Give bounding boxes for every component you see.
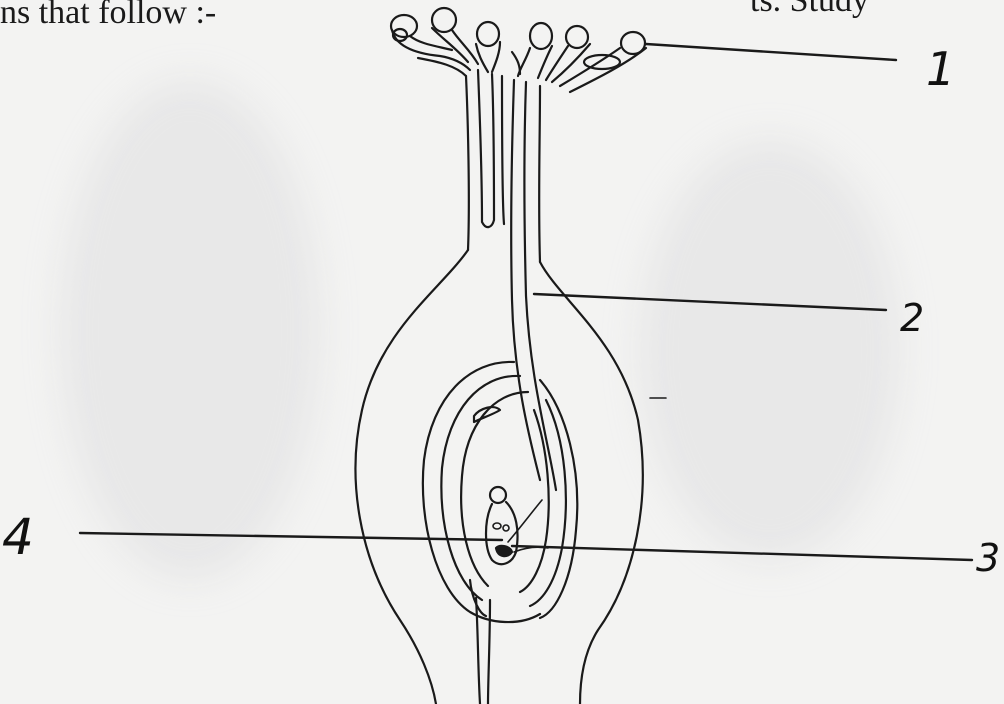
label-1: 1 — [926, 42, 955, 96]
stigma — [391, 8, 646, 92]
leader-line-2 — [534, 294, 886, 310]
ovary-wall — [356, 250, 643, 704]
label-3: 3 — [976, 536, 1000, 580]
label-4: 4 — [2, 508, 34, 566]
embryo-sac — [486, 487, 548, 564]
leader-line-1 — [646, 44, 896, 60]
leader-line-4 — [80, 533, 502, 540]
style — [466, 70, 556, 490]
leader-line-3 — [512, 546, 972, 560]
ovule — [423, 362, 577, 704]
label-2: 2 — [900, 296, 924, 340]
